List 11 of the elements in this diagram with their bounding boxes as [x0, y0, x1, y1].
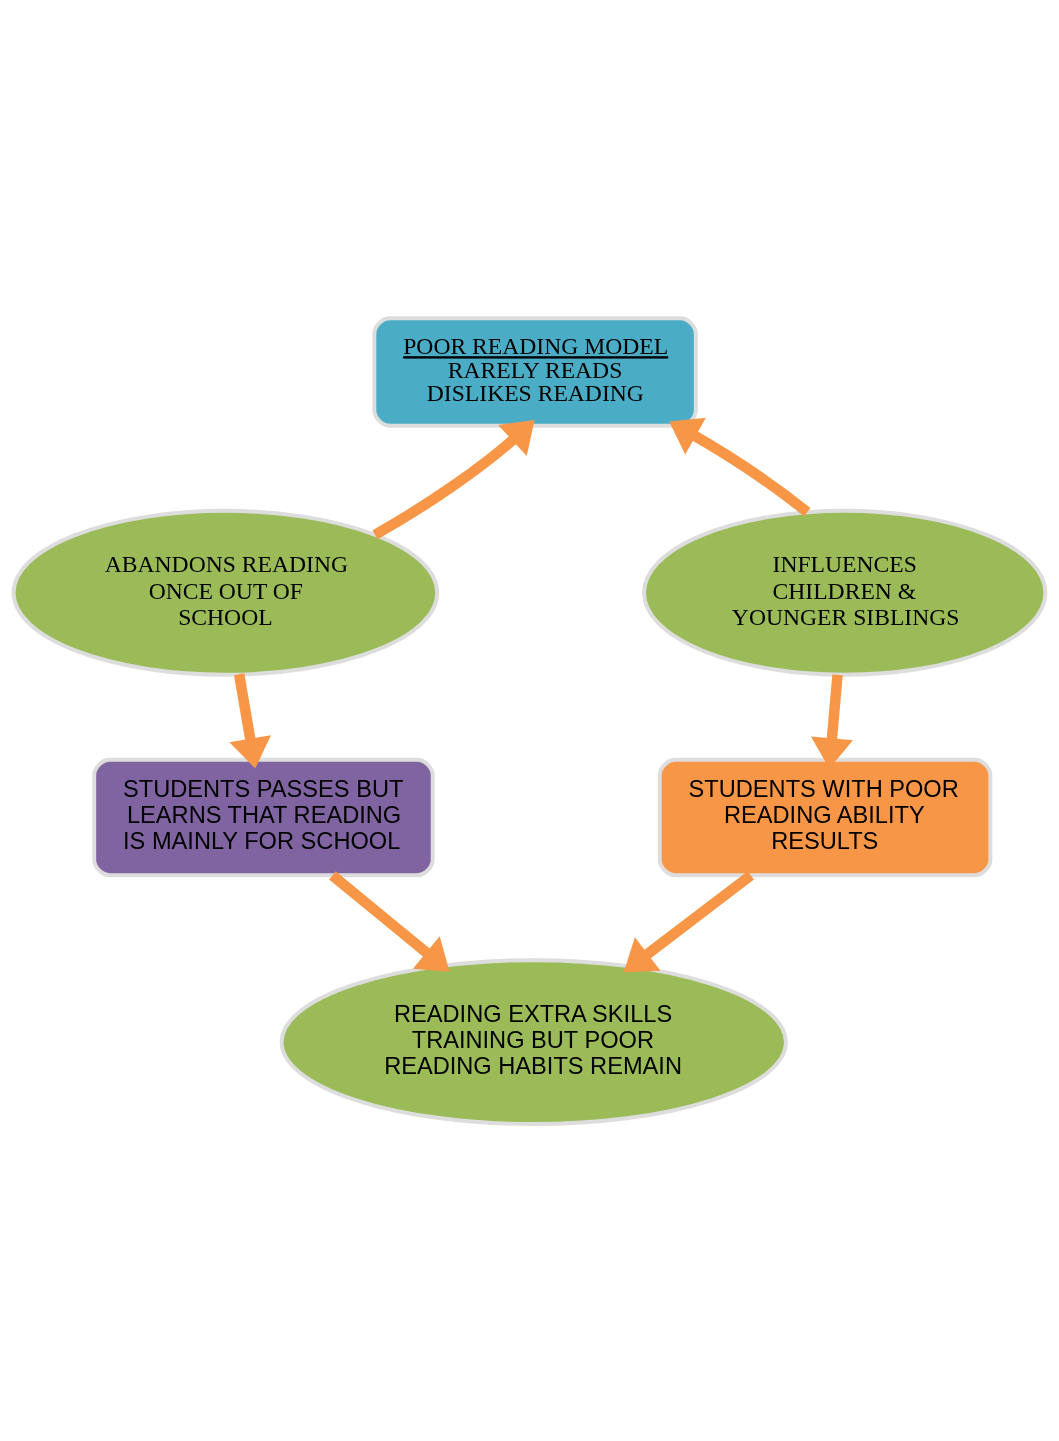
node-ellipse: READING EXTRA SKILLS TRAINING BUT POOR READING HABITS REMAIN: [279, 957, 788, 1126]
node-box: POOR READING MODEL RARELY READS DISLIKES READING: [372, 315, 698, 428]
arrow: [229, 672, 271, 768]
node-ellipse: ABANDONS READING ONCE OUT OF SCHOOL: [11, 508, 440, 677]
arrow: [372, 419, 535, 539]
arrow: [623, 870, 754, 972]
node-box: STUDENTS PASSES BUT LEARNS THAT READING IS MAINLY FOR SCHOOL: [92, 757, 435, 877]
arrow: [669, 417, 811, 516]
node-box: STUDENTS WITH POOR READING ABILITY RESULTS: [657, 757, 993, 877]
arrow: [329, 870, 450, 972]
node-ellipse: INFLUENCES CHILDREN & YOUNGER SIBLINGS: [642, 508, 1048, 677]
